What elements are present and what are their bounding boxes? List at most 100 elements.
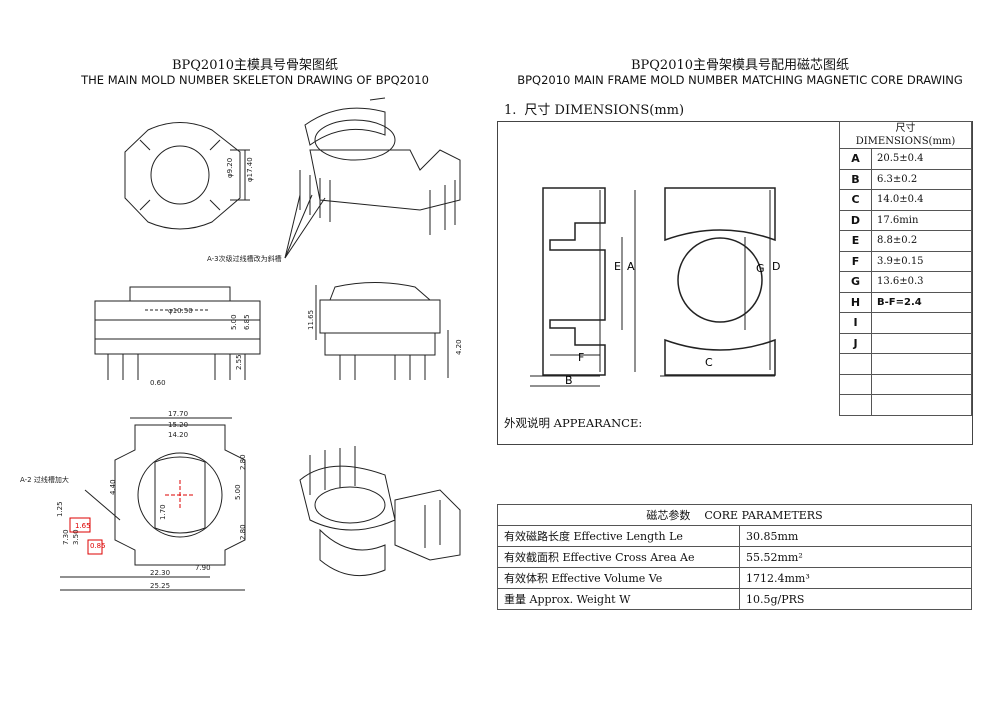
callout-d500: 5.00 xyxy=(230,314,238,330)
param-label: 重量 Approx. Weight W xyxy=(497,588,740,610)
right-title-block: BPQ2010主骨架模具号配用磁芯图纸 BPQ2010 MAIN FRAME M… xyxy=(505,54,975,87)
callout-d500b: 5.00 xyxy=(234,484,242,500)
dim-value: B-F=2.4 xyxy=(871,291,972,313)
callout-d2230: 22.30 xyxy=(150,569,170,577)
left-title-en: THE MAIN MOLD NUMBER SKELETON DRAWING OF… xyxy=(81,73,429,87)
callout-d280a: 2.80 xyxy=(239,454,247,470)
callout-d730: 7.30 xyxy=(62,529,70,545)
callout-d420: 4.20 xyxy=(455,339,463,355)
bobbin-3d-view-bottom xyxy=(299,446,461,577)
appearance-label: 外观说明 APPEARANCE: xyxy=(504,416,643,430)
dim-key: B xyxy=(839,168,872,190)
dim-value xyxy=(871,394,972,416)
dim-key: E xyxy=(839,230,872,252)
dim-value xyxy=(871,373,972,395)
core-parameters-table: 磁芯参数 CORE PARAMETERS 有效磁路长度 Effective Le… xyxy=(497,504,972,610)
callout-d1770: 17.70 xyxy=(168,410,188,418)
bobbin-3d-view-top xyxy=(284,97,461,259)
dim-value: 20.5±0.4 xyxy=(871,148,972,170)
dim-key: I xyxy=(839,312,872,334)
bobbin-side-view xyxy=(94,286,261,380)
dim-key: J xyxy=(839,332,872,354)
dim-value: 13.6±0.3 xyxy=(871,271,972,293)
param-label: 有效磁路长度 Effective Length Le xyxy=(497,525,740,547)
dimensions-panel xyxy=(497,121,973,445)
param-value: 10.5g/PRS xyxy=(739,588,972,610)
label-c: C xyxy=(705,356,713,369)
header-cn: 尺寸 xyxy=(895,123,916,134)
dim-value xyxy=(871,353,972,375)
left-title-cn: BPQ2010主模具号骨架图纸 xyxy=(171,58,339,73)
param-label: 有效体积 Effective Volume Ve xyxy=(497,567,740,589)
core-params-header-en: CORE PARAMETERS xyxy=(704,509,823,522)
label-d: D xyxy=(772,260,780,273)
dim-value: 6.3±0.2 xyxy=(871,168,972,190)
right-title-en: BPQ2010 MAIN FRAME MOLD NUMBER MATCHING … xyxy=(517,73,963,87)
bobbin-front-view xyxy=(315,282,449,380)
callout-d685: 6.85 xyxy=(243,314,251,330)
param-value: 1712.4mm³ xyxy=(739,567,972,589)
dim-key: D xyxy=(839,209,872,231)
header-en: DIMENSIONS(mm) xyxy=(855,136,956,147)
callout-d350: 3.50 xyxy=(72,529,80,545)
dim-key: G xyxy=(839,271,872,293)
callout-d280b: 2.80 xyxy=(239,524,247,540)
dim-value: 14.0±0.4 xyxy=(871,189,972,211)
section-heading-text: 尺寸 DIMENSIONS(mm) xyxy=(524,103,685,118)
dim-key xyxy=(839,353,872,375)
left-title-block: BPQ2010主模具号骨架图纸 THE MAIN MOLD NUMBER SKE… xyxy=(55,54,455,87)
dim-value xyxy=(871,332,972,354)
table-row xyxy=(839,373,972,395)
label-f: F xyxy=(578,351,584,364)
callout-d2525: 25.25 xyxy=(150,582,170,590)
callout-a2-note: A-2 过线槽加大 xyxy=(20,475,69,484)
callout-red-085: 0.85 xyxy=(90,542,106,550)
table-row xyxy=(839,394,972,416)
label-b: B xyxy=(565,374,573,387)
dim-key: F xyxy=(839,250,872,272)
param-value: 55.52mm² xyxy=(739,546,972,568)
label-a: A xyxy=(627,260,635,273)
callout-phi920: φ9.20 xyxy=(226,158,234,178)
dim-value: 3.9±0.15 xyxy=(871,250,972,272)
callout-d255: 2.55 xyxy=(235,354,243,370)
bobbin-top-view xyxy=(124,122,250,230)
callout-d060: 0.60 xyxy=(150,379,166,387)
label-e: E xyxy=(614,260,621,273)
dim-key xyxy=(839,373,872,395)
param-label: 有效截面积 Effective Cross Area Ae xyxy=(497,546,740,568)
callout-d1165: 11.65 xyxy=(307,310,315,330)
table-row: J xyxy=(839,332,972,354)
dimensions-table-header: 尺寸 DIMENSIONS(mm) xyxy=(839,121,972,149)
callout-red-165: 1.65 xyxy=(75,522,91,530)
param-value: 30.85mm xyxy=(739,525,972,547)
callout-d1420: 14.20 xyxy=(168,431,188,439)
dim-value: 17.6min xyxy=(871,209,972,231)
dim-value: 8.8±0.2 xyxy=(871,230,972,252)
callout-d170: 1.70 xyxy=(159,504,167,520)
dim-value xyxy=(871,312,972,334)
callout-d1520: 15.20 xyxy=(168,421,188,429)
callout-a3-note: A-3次级过线槽改为斜槽 xyxy=(207,254,282,263)
core-drawing xyxy=(530,187,776,387)
callout-d1050: φ10.50 xyxy=(168,307,193,315)
dimensions-table-header-cell: 尺寸 DIMENSIONS(mm) xyxy=(839,121,972,149)
callout-d790: 7.90 xyxy=(195,564,211,572)
core-parameters-header: 磁芯参数 CORE PARAMETERS xyxy=(497,504,972,526)
dim-key: H xyxy=(839,291,872,313)
bobbin-bottom-view xyxy=(60,417,246,591)
callout-d125: 1.25 xyxy=(56,501,64,517)
section-number: 1. xyxy=(504,103,517,118)
label-g: G xyxy=(756,262,765,275)
